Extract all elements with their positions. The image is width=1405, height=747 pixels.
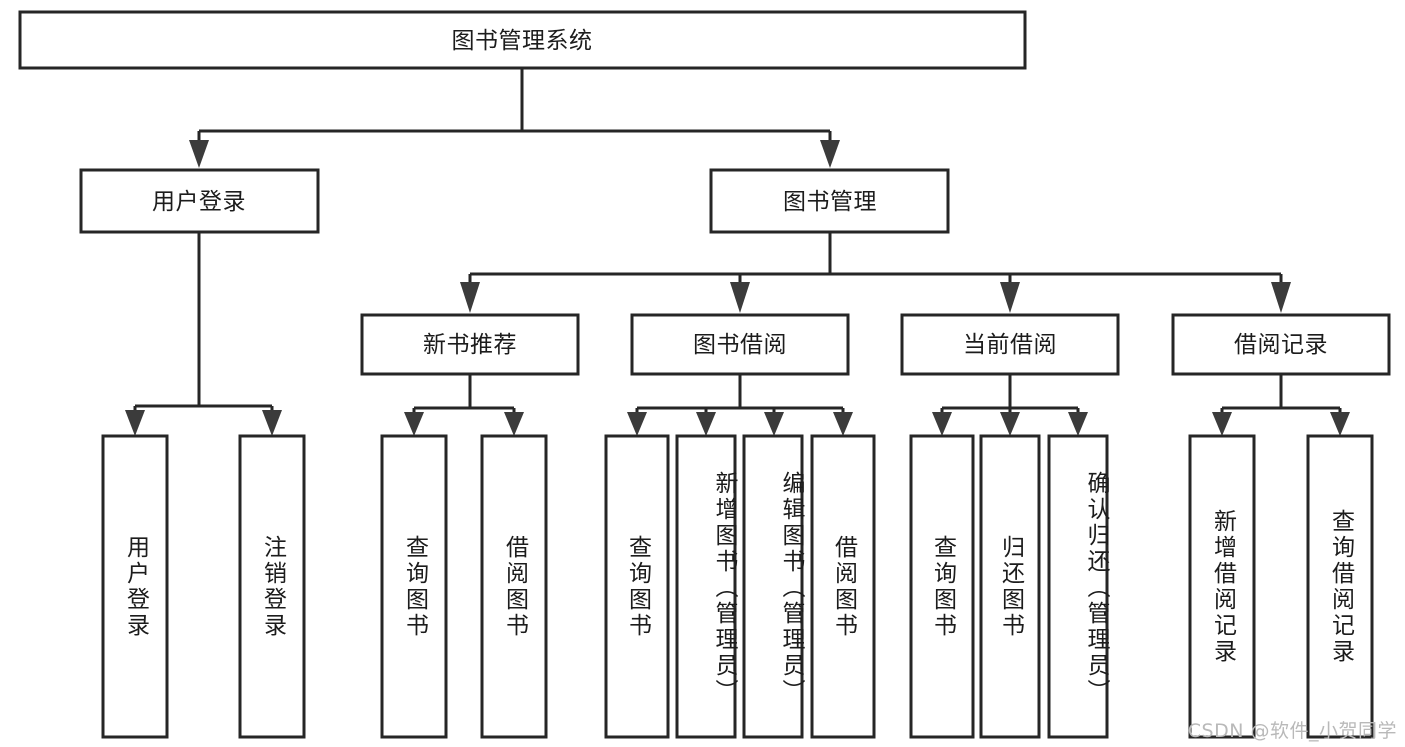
node-user-login-box[interactable]: [79, 168, 320, 234]
node-new-book-recommend-box[interactable]: [360, 313, 580, 376]
arrow-head-icon: [696, 412, 716, 436]
leaf-box-book-borrow-4[interactable]: [810, 434, 876, 739]
connector-root-to-level2: [189, 68, 840, 168]
leaf-box-new-book-1[interactable]: [380, 434, 448, 739]
leaf-box-user-login-2[interactable]: [238, 434, 306, 739]
node-book-borrow[interactable]: 图书借阅: [630, 313, 850, 376]
arrow-head-icon: [460, 282, 480, 313]
leaf-box-new-book-2[interactable]: [480, 434, 548, 739]
arrow-head-icon: [262, 410, 282, 436]
node-new-book-recommend[interactable]: 新书推荐: [360, 313, 580, 376]
leaf-box-borrow-record-2[interactable]: [1306, 434, 1374, 739]
arrow-head-icon: [1271, 282, 1291, 313]
arrow-head-icon: [1212, 412, 1232, 436]
leaf-box-current-borrow-3[interactable]: [1047, 434, 1109, 739]
node-current-borrow-label: 当前借阅: [963, 332, 1057, 358]
arrow-head-icon: [730, 282, 750, 313]
leaf-box-current-borrow-1[interactable]: [909, 434, 975, 739]
arrow-head-icon: [125, 410, 145, 436]
leaf-box-current-borrow-2[interactable]: [979, 434, 1041, 739]
arrow-head-icon: [1330, 412, 1350, 436]
node-book-borrow-label: 图书借阅: [693, 332, 787, 358]
node-new-book-recommend-label: 新书推荐: [423, 332, 517, 358]
leaf-box-user-login-1[interactable]: [101, 434, 169, 739]
arrow-head-icon: [764, 412, 784, 436]
node-root-label: 图书管理系统: [452, 28, 593, 54]
leaf-box-borrow-record-1[interactable]: [1188, 434, 1256, 739]
arrow-head-icon: [1000, 282, 1020, 313]
arrow-head-icon: [404, 412, 424, 436]
arrow-head-icon: [1068, 412, 1088, 436]
connector-new-book-recommend-to-leaves: [404, 374, 524, 436]
node-borrow-record-label: 借阅记录: [1234, 332, 1328, 358]
arrow-head-icon: [820, 140, 840, 168]
connector-current-borrow-to-leaves: [932, 374, 1088, 436]
csdn-watermark: CSDN @软件_小贺同学: [1187, 720, 1397, 742]
arrow-head-icon: [627, 412, 647, 436]
node-book-management[interactable]: 图书管理: [709, 168, 950, 234]
arrow-head-icon: [189, 140, 209, 168]
node-current-borrow[interactable]: 当前借阅: [900, 313, 1120, 376]
node-book-management-label: 图书管理: [783, 189, 877, 215]
node-user-login-label: 用户登录: [152, 189, 246, 215]
node-user-login[interactable]: 用户登录: [79, 168, 320, 234]
node-current-borrow-box[interactable]: [900, 313, 1120, 376]
node-borrow-record[interactable]: 借阅记录: [1171, 313, 1391, 376]
arrow-head-icon: [1000, 412, 1020, 436]
connector-user-login-to-leaves: [125, 232, 282, 436]
connector-borrow-record-to-leaves: [1212, 374, 1350, 436]
arrow-head-icon: [932, 412, 952, 436]
leaf-box-book-borrow-3[interactable]: [742, 434, 804, 739]
connector-book-management-to-level3: [460, 232, 1291, 313]
arrow-head-icon: [504, 412, 524, 436]
connector-book-borrow-to-leaves: [627, 374, 853, 436]
node-root-box[interactable]: [18, 10, 1027, 70]
node-root[interactable]: 图书管理系统: [18, 10, 1027, 70]
leaf-box-book-borrow-1[interactable]: [604, 434, 670, 739]
arrow-head-icon: [833, 412, 853, 436]
leaf-box-book-borrow-2[interactable]: [675, 434, 737, 739]
